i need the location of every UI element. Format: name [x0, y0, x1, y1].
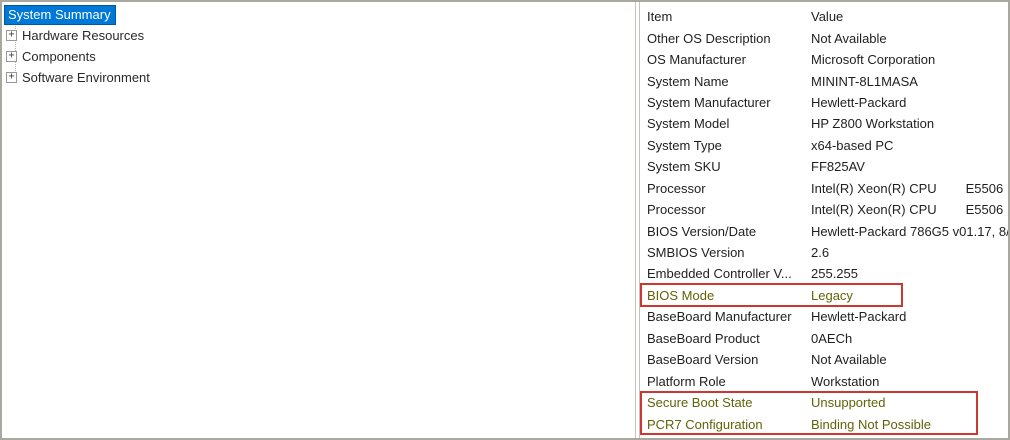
table-row-baseboard-product[interactable]: BaseBoard Product 0AECh [640, 328, 1008, 349]
item-cell: BaseBoard Product [647, 330, 760, 346]
tree-connector-line [15, 22, 16, 79]
value-cell: Workstation [811, 373, 880, 389]
item-cell: SMBIOS Version [647, 245, 745, 261]
table-row-baseboard-version[interactable]: BaseBoard Version Not Available [640, 349, 1008, 370]
item-cell: BIOS Version/Date [647, 223, 757, 239]
tree-item-label[interactable]: Components [22, 49, 96, 64]
value-cell: Not Available [811, 30, 887, 46]
item-cell: System SKU [647, 159, 721, 175]
value-cell: HP Z800 Workstation [811, 116, 935, 132]
item-cell: BaseBoard Version [647, 352, 759, 368]
table-row-baseboard-manufacturer[interactable]: BaseBoard Manufacturer Hewlett-Packard [640, 306, 1008, 327]
value-cell: FF825AV [811, 159, 865, 175]
value-cell: Hewlett-Packard [811, 94, 907, 110]
table-row-system-manufacturer[interactable]: System Manufacturer Hewlett-Packard [640, 92, 1008, 113]
table-row-system-sku[interactable]: System SKU FF825AV [640, 156, 1008, 177]
tree-item-label[interactable]: Software Environment [22, 70, 150, 85]
value-cell: Hewlett-Packard [811, 309, 907, 325]
item-cell: PCR7 Configuration [647, 416, 763, 432]
details-pane: Item Value Other OS Description Not Avai… [639, 2, 1008, 438]
table-row-os-manufacturer[interactable]: OS Manufacturer Microsoft Corporation [640, 49, 1008, 70]
tree-item-hardware-resources[interactable]: + Hardware Resources [2, 25, 635, 46]
table-row-pcr7-configuration[interactable]: PCR7 Configuration Binding Not Possible [640, 413, 1008, 434]
table-row-platform-role[interactable]: Platform Role Workstation [640, 370, 1008, 391]
table-row-system-model[interactable]: System Model HP Z800 Workstation [640, 113, 1008, 134]
table-row-processor-1[interactable]: Processor Intel(R) Xeon(R) CPU E5506 [640, 178, 1008, 199]
item-cell: Processor [647, 202, 706, 218]
tree-item-components[interactable]: + Components [2, 46, 635, 67]
category-tree-pane: System Summary + Hardware Resources + Co… [2, 2, 636, 438]
value-cell: Binding Not Possible [811, 416, 931, 432]
table-row-processor-2[interactable]: Processor Intel(R) Xeon(R) CPU E5506 [640, 199, 1008, 220]
table-row-other-os-description[interactable]: Other OS Description Not Available [640, 27, 1008, 48]
tree-item-label[interactable]: System Summary [4, 4, 116, 25]
expand-plus-icon[interactable]: + [6, 72, 17, 83]
value-cell: x64-based PC [811, 137, 894, 153]
item-cell: System Model [647, 116, 730, 132]
value-cell: MININT-8L1MASA [811, 73, 918, 89]
value-column-header: Value [811, 9, 844, 25]
value-cell: Microsoft Corporation [811, 52, 936, 68]
value-cell: Intel(R) Xeon(R) CPU E5506 [811, 180, 1004, 196]
item-cell: Platform Role [647, 373, 726, 389]
value-cell: 255.255 [811, 266, 858, 282]
item-cell: Processor [647, 180, 706, 196]
tree-item-label[interactable]: Hardware Resources [22, 28, 145, 43]
value-cell: 2.6 [811, 245, 830, 261]
table-row-embedded-controller-version[interactable]: Embedded Controller V... 255.255 [640, 263, 1008, 284]
item-column-header: Item [647, 9, 673, 25]
item-cell: OS Manufacturer [647, 52, 746, 68]
tree-item-system-summary[interactable]: System Summary [2, 4, 635, 25]
item-cell: Embedded Controller V... [647, 266, 792, 282]
item-cell: Secure Boot State [647, 395, 753, 411]
table-row-bios-version-date[interactable]: BIOS Version/Date Hewlett-Packard 786G5 … [640, 220, 1008, 241]
value-cell: Unsupported [811, 395, 886, 411]
tree-item-software-environment[interactable]: + Software Environment [2, 67, 635, 88]
item-cell: System Type [647, 137, 722, 153]
value-cell: Not Available [811, 352, 887, 368]
table-row-system-type[interactable]: System Type x64-based PC [640, 135, 1008, 156]
table-row-smbios-version[interactable]: SMBIOS Version 2.6 [640, 242, 1008, 263]
item-cell: System Name [647, 73, 729, 89]
column-header-row: Item Value [640, 6, 1008, 27]
value-cell: Legacy [811, 287, 853, 303]
table-row-secure-boot-state[interactable]: Secure Boot State Unsupported [640, 392, 1008, 413]
table-row-system-name[interactable]: System Name MININT-8L1MASA [640, 70, 1008, 91]
expand-plus-icon[interactable]: + [6, 51, 17, 62]
value-cell: Hewlett-Packard 786G5 v01.17, 8/ [811, 223, 1008, 239]
expand-plus-icon[interactable]: + [6, 30, 17, 41]
value-cell: 0AECh [811, 330, 853, 346]
value-cell: Intel(R) Xeon(R) CPU E5506 [811, 202, 1004, 218]
item-cell: Other OS Description [647, 30, 771, 46]
table-row-bios-mode[interactable]: BIOS Mode Legacy [640, 285, 1008, 306]
item-cell: System Manufacturer [647, 94, 771, 110]
item-cell: BaseBoard Manufacturer [647, 309, 792, 325]
item-cell: BIOS Mode [647, 287, 715, 303]
